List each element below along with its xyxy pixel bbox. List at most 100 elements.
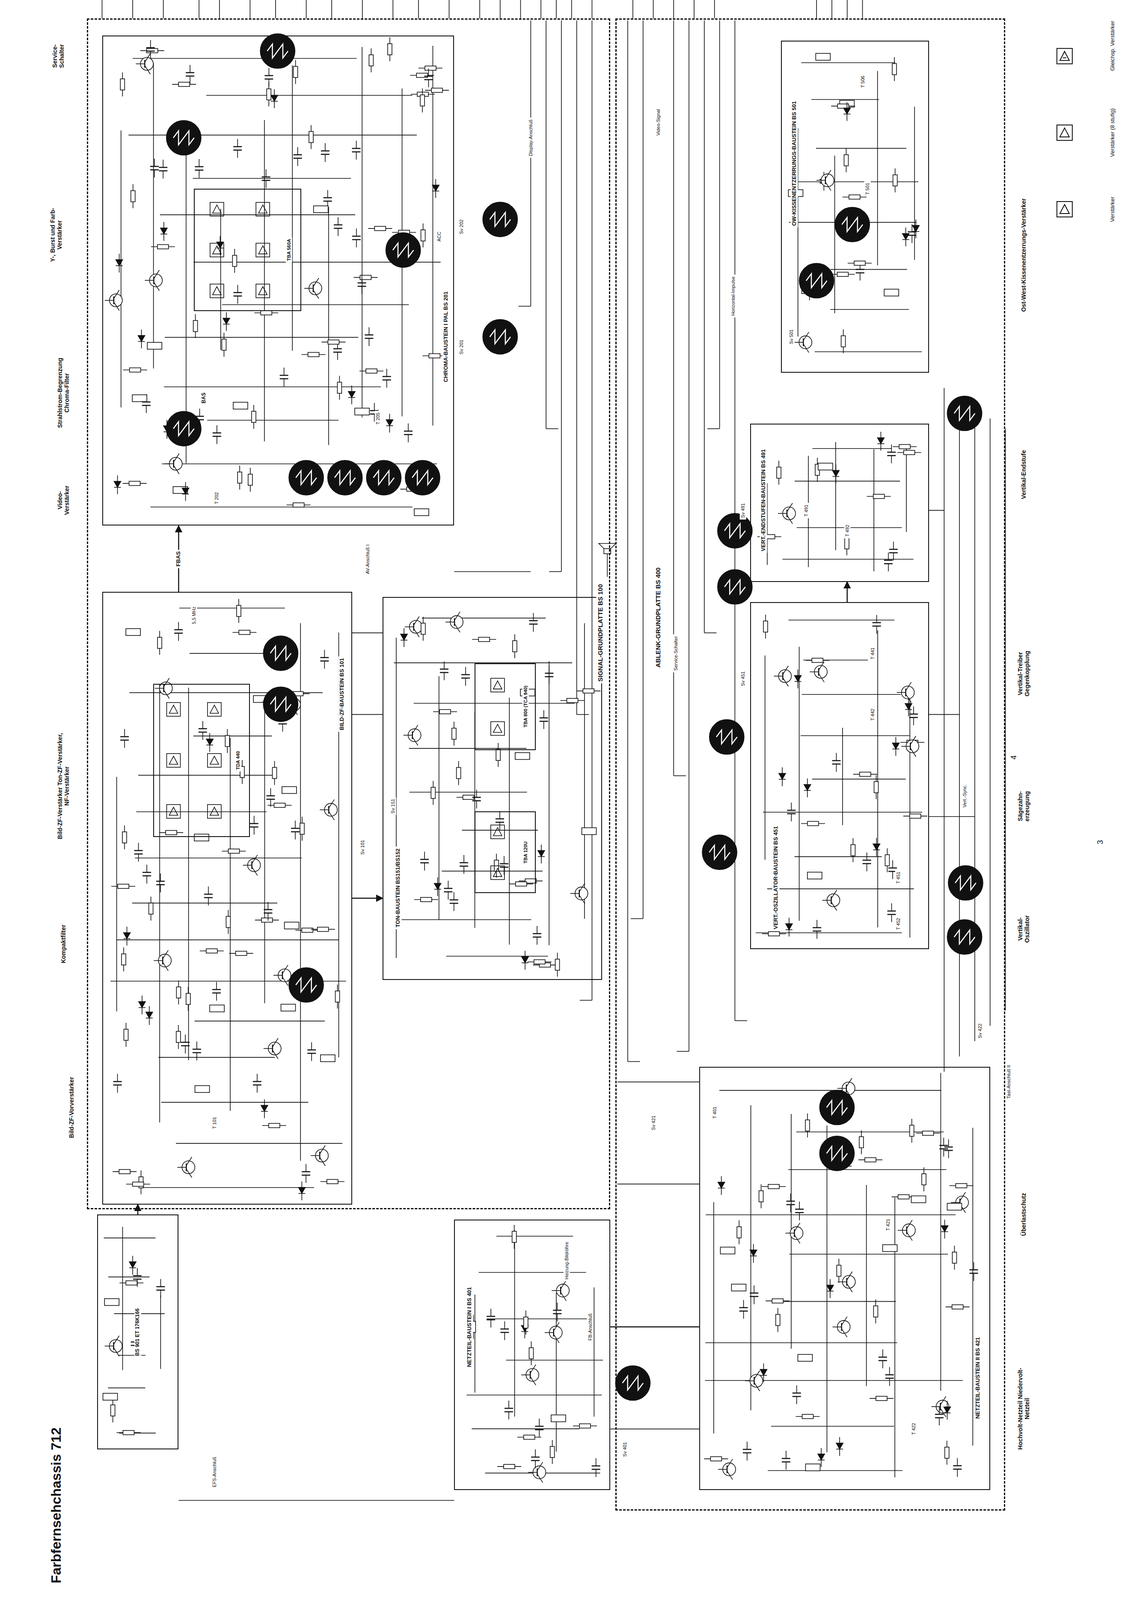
wire bbox=[877, 71, 879, 266]
amplifier-triangle bbox=[493, 868, 502, 877]
wire bbox=[803, 332, 809, 341]
wire bbox=[196, 1041, 198, 1050]
wire bbox=[453, 903, 455, 912]
capacitor-plate bbox=[499, 863, 509, 865]
wire bbox=[126, 926, 128, 946]
wire bbox=[361, 275, 363, 283]
capacitor-plate bbox=[495, 821, 505, 823]
wire bbox=[124, 740, 125, 749]
wire bbox=[283, 367, 285, 376]
wire bbox=[910, 736, 916, 745]
oscillogram-circle bbox=[366, 460, 401, 496]
wire bbox=[859, 273, 861, 281]
wire bbox=[461, 829, 538, 831]
resistor-symbol bbox=[251, 411, 256, 423]
resistor-symbol bbox=[811, 658, 823, 663]
wire bbox=[556, 1313, 558, 1322]
wire bbox=[490, 1319, 492, 1328]
wire bbox=[324, 143, 326, 152]
resistor-symbol bbox=[952, 1252, 957, 1264]
capacitor-plate bbox=[382, 376, 392, 378]
resistor-symbol bbox=[236, 605, 241, 617]
wire bbox=[846, 1271, 853, 1281]
oscillogram-trace bbox=[841, 217, 863, 232]
wire bbox=[553, 1322, 560, 1331]
value-box bbox=[515, 752, 530, 760]
capacitor-plate bbox=[889, 552, 898, 554]
oscillogram-trace bbox=[806, 273, 828, 288]
wire bbox=[788, 1169, 947, 1170]
wire bbox=[297, 147, 299, 155]
wire bbox=[443, 661, 445, 670]
cable-wire bbox=[479, 0, 481, 19]
wire bbox=[163, 222, 165, 241]
wire bbox=[944, 1219, 946, 1239]
wire bbox=[124, 729, 125, 737]
amplifier-box bbox=[490, 678, 505, 692]
capacitor-plate bbox=[264, 78, 274, 80]
schematic-body bbox=[102, 0, 1006, 1501]
cable-wire bbox=[249, 0, 251, 19]
oscillogram-trace bbox=[412, 470, 434, 485]
oscillogram-circle bbox=[288, 460, 324, 496]
resistor-symbol bbox=[232, 255, 237, 267]
resistor-symbol bbox=[326, 1179, 339, 1184]
capacitor-plate bbox=[504, 1407, 514, 1410]
bus-wire bbox=[591, 20, 593, 1001]
wire bbox=[424, 851, 425, 860]
resistor-symbol bbox=[512, 1231, 517, 1243]
wire bbox=[786, 515, 793, 524]
wire bbox=[465, 678, 467, 686]
wire bbox=[428, 79, 430, 88]
capacitor-plate bbox=[872, 625, 882, 627]
wire bbox=[478, 1272, 587, 1274]
capacitor-plate bbox=[952, 1465, 962, 1467]
bus-wire bbox=[704, 632, 717, 634]
value-box bbox=[807, 872, 823, 879]
resistor-symbol bbox=[768, 931, 780, 936]
bus-wire bbox=[576, 20, 578, 715]
wire bbox=[911, 235, 913, 244]
capacitor-plate bbox=[939, 1148, 948, 1150]
value-box bbox=[195, 1085, 210, 1093]
bus-wire bbox=[719, 20, 721, 429]
capacitor-plate bbox=[449, 899, 459, 901]
capacitor-plate bbox=[969, 1272, 979, 1274]
capacitor-plate bbox=[212, 435, 222, 437]
capacitor-plate bbox=[889, 549, 898, 551]
bus-wire bbox=[549, 571, 562, 573]
wire bbox=[788, 917, 790, 937]
wire bbox=[896, 691, 906, 693]
bus-wire bbox=[929, 714, 960, 716]
resistor-symbol bbox=[132, 1181, 144, 1187]
wire bbox=[816, 920, 818, 928]
wire bbox=[386, 379, 388, 388]
cable-wire bbox=[132, 0, 134, 19]
value-box bbox=[320, 1054, 336, 1062]
ic-box: TBA 120U bbox=[474, 811, 536, 894]
cable-wire bbox=[305, 0, 307, 19]
wire bbox=[194, 1020, 325, 1022]
ic-name: TBA 800 (TCA 940) bbox=[522, 683, 529, 730]
wire bbox=[718, 1469, 728, 1470]
wire bbox=[184, 1034, 186, 1043]
wire bbox=[163, 677, 170, 687]
signal-name: 5,5 MHz bbox=[190, 605, 198, 627]
capacitor-plate bbox=[781, 1461, 791, 1463]
bus-wire bbox=[530, 20, 532, 307]
wire bbox=[719, 1089, 942, 1091]
wire bbox=[198, 159, 200, 167]
capacitor-plate bbox=[233, 291, 242, 294]
resistor-symbol bbox=[335, 991, 340, 1003]
capacitor-plate bbox=[307, 1052, 316, 1054]
resistor-symbol bbox=[854, 261, 866, 266]
wire bbox=[243, 864, 253, 866]
wire bbox=[570, 893, 580, 894]
wire bbox=[791, 802, 793, 811]
amplifier-box bbox=[490, 721, 505, 736]
part-name: T 506 bbox=[859, 74, 866, 90]
capacitor-plate bbox=[500, 1331, 509, 1333]
wire bbox=[943, 1137, 945, 1146]
wire bbox=[533, 623, 535, 632]
value-box bbox=[104, 1298, 119, 1306]
